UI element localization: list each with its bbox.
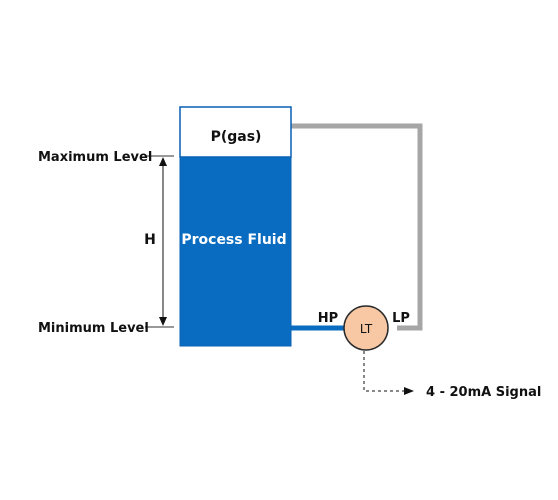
- level-transmitter: [343, 305, 389, 351]
- height-label: H: [144, 232, 156, 248]
- max-level-label: Maximum Level: [38, 150, 152, 165]
- signal-line: [363, 351, 404, 392]
- hp-label: HP: [318, 311, 338, 326]
- height-arrow-up-icon: [159, 157, 167, 166]
- signal-label: 4 - 20mA Signal: [426, 385, 541, 400]
- transmitter-label: LT: [360, 322, 373, 336]
- fluid-label: Process Fluid: [181, 232, 286, 248]
- gas-label: P(gas): [211, 129, 262, 145]
- min-level-label: Minimum Level: [38, 321, 149, 336]
- signal-arrow-icon: [404, 387, 414, 395]
- process-fluid: [179, 156, 292, 347]
- height-arrow-down-icon: [159, 317, 167, 326]
- lp-impulse-line: [291, 123, 423, 331]
- lp-label: LP: [392, 311, 410, 326]
